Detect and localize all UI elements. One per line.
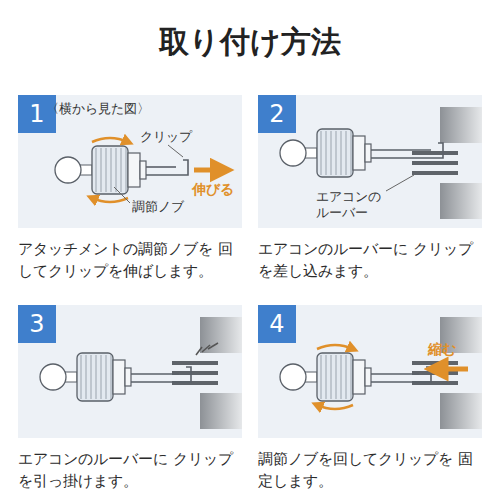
panel-ground bbox=[18, 305, 242, 438]
part-label: 〈横から見た図〉 bbox=[46, 101, 176, 117]
part-label: クリップ bbox=[140, 129, 210, 145]
step-caption: エアコンのルーバーに クリップを差し込みます。 bbox=[258, 238, 482, 282]
part-label: 縮む bbox=[428, 341, 478, 357]
leader-line bbox=[386, 175, 414, 191]
motion-arrow bbox=[436, 367, 468, 372]
motion-arrow bbox=[194, 168, 222, 173]
leader-line bbox=[114, 187, 130, 203]
step-panel: エアコンのルーバーに クリップを引っ掛けます。 3 bbox=[18, 305, 242, 494]
air-conditioner-louver bbox=[412, 107, 482, 219]
attachment bbox=[280, 353, 431, 401]
step-number: 1 bbox=[29, 100, 44, 128]
air-conditioner-louver bbox=[172, 317, 242, 429]
step-number-badge: 2 bbox=[258, 95, 296, 133]
attachment bbox=[280, 129, 443, 177]
step-caption: エアコンのルーバーに クリップを引っ掛けます。 bbox=[18, 448, 242, 492]
click-mark bbox=[208, 343, 218, 349]
part-label: 伸びる bbox=[192, 181, 242, 197]
leader-line bbox=[168, 145, 183, 157]
turn-arrow bbox=[317, 345, 353, 409]
turn-arrow bbox=[92, 138, 128, 202]
step-panel: 調節ノブを回してクリップを 固定します。 4 bbox=[258, 305, 482, 494]
step-number: 3 bbox=[29, 310, 44, 338]
step-number: 2 bbox=[269, 100, 284, 128]
step-caption: アタッチメントの調節ノブを 回してクリップを伸ばします。 bbox=[18, 238, 242, 282]
air-conditioner-louver bbox=[412, 317, 482, 429]
part-label: エアコンの ルーバー bbox=[316, 189, 388, 221]
panel-ground bbox=[258, 95, 482, 228]
title: 取り付け方法 bbox=[0, 22, 500, 63]
part-label: 調節ノブ bbox=[132, 199, 212, 215]
step-caption: 調節ノブを回してクリップを 固定します。 bbox=[258, 448, 482, 492]
attachment bbox=[55, 146, 188, 194]
step-number-badge: 3 bbox=[18, 305, 56, 343]
step-number: 4 bbox=[269, 310, 284, 338]
click-mark bbox=[196, 347, 202, 355]
attachment bbox=[40, 353, 191, 401]
panel-ground bbox=[18, 95, 242, 228]
step-number-badge: 4 bbox=[258, 305, 296, 343]
panel-ground bbox=[258, 305, 482, 438]
